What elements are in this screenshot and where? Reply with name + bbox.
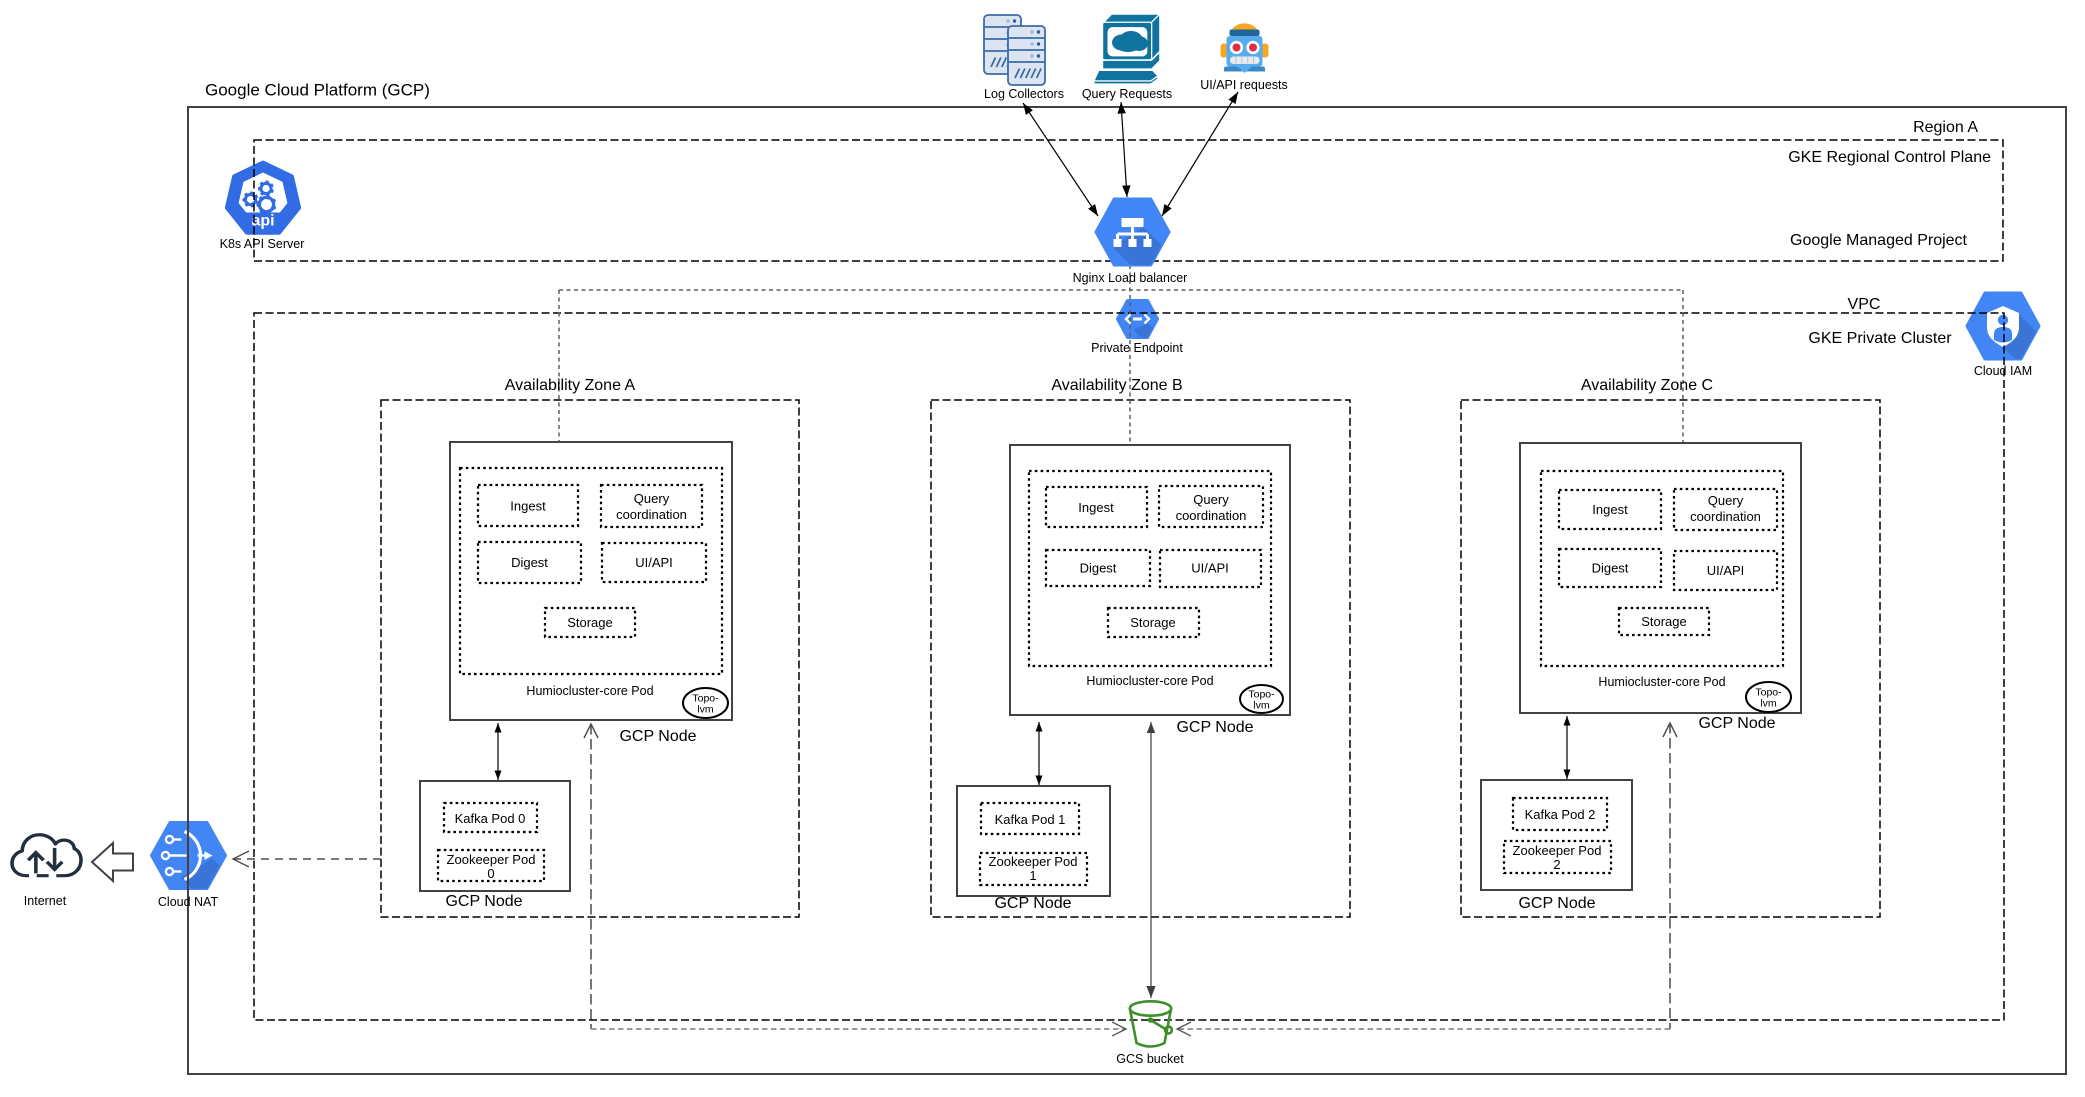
svg-text:Google Managed Project: Google Managed Project [1790, 232, 1968, 249]
svg-text:2: 2 [1553, 857, 1560, 872]
svg-text:UI/API: UI/API [1707, 563, 1745, 578]
svg-text:K8s API Server: K8s API Server [220, 237, 305, 251]
svg-text:Humiocluster-core Pod: Humiocluster-core Pod [1086, 674, 1213, 688]
svg-text:GCP Node: GCP Node [1176, 719, 1253, 736]
svg-text:Storage: Storage [1130, 615, 1176, 630]
svg-text:UI/API requests: UI/API requests [1200, 78, 1288, 92]
svg-text:Storage: Storage [567, 615, 613, 630]
svg-text:Query: Query [1708, 493, 1744, 508]
svg-text:GCP Node: GCP Node [1518, 895, 1595, 912]
svg-text:Query: Query [1193, 492, 1229, 507]
svg-text:1: 1 [1029, 868, 1036, 883]
svg-text:Cloud NAT: Cloud NAT [158, 895, 219, 909]
svg-text:GKE Private Cluster: GKE Private Cluster [1808, 330, 1952, 347]
svg-text:Private Endpoint: Private Endpoint [1091, 341, 1183, 355]
svg-text:Humiocluster-core Pod: Humiocluster-core Pod [1598, 675, 1725, 689]
svg-text:Ingest: Ingest [1592, 502, 1628, 517]
svg-text:GCP Node: GCP Node [994, 895, 1071, 912]
svg-text:Kafka Pod 0: Kafka Pod 0 [455, 811, 526, 826]
svg-text:Google Cloud Platform (GCP): Google Cloud Platform (GCP) [205, 81, 430, 100]
svg-text:VPC: VPC [1848, 296, 1881, 313]
svg-text:GCP Node: GCP Node [445, 893, 522, 910]
svg-text:Kafka Pod 1: Kafka Pod 1 [995, 812, 1066, 827]
svg-text:Digest: Digest [1080, 561, 1117, 576]
svg-text:UI/API: UI/API [1191, 561, 1229, 576]
svg-text:coordination: coordination [1176, 508, 1247, 523]
svg-text:Zookeeper Pod: Zookeeper Pod [989, 854, 1078, 869]
svg-text:Ingest: Ingest [1078, 500, 1114, 515]
svg-text:Digest: Digest [1592, 561, 1629, 576]
svg-text:GCP Node: GCP Node [619, 728, 696, 745]
svg-text:Cloud IAM: Cloud IAM [1974, 364, 2032, 378]
svg-text:Digest: Digest [511, 555, 548, 570]
svg-text:coordination: coordination [616, 507, 687, 522]
svg-text:Kafka Pod 2: Kafka Pod 2 [1525, 807, 1596, 822]
svg-text:Internet: Internet [24, 894, 67, 908]
svg-text:Availability Zone C: Availability Zone C [1581, 377, 1713, 394]
svg-text:Query Requests: Query Requests [1082, 87, 1172, 101]
svg-text:Nginx Load balancer: Nginx Load balancer [1073, 271, 1188, 285]
svg-text:Query: Query [634, 491, 670, 506]
svg-text:Log Collectors: Log Collectors [984, 87, 1064, 101]
svg-text:lvm: lvm [1760, 698, 1777, 710]
svg-text:Availability Zone B: Availability Zone B [1051, 377, 1182, 394]
svg-text:Storage: Storage [1641, 614, 1687, 629]
svg-text:lvm: lvm [1253, 700, 1270, 712]
svg-text:UI/API: UI/API [635, 555, 673, 570]
svg-text:0: 0 [487, 866, 494, 881]
svg-text:Availability Zone A: Availability Zone A [505, 377, 636, 394]
svg-text:api: api [251, 213, 274, 230]
svg-text:Humiocluster-core Pod: Humiocluster-core Pod [526, 684, 653, 698]
svg-text:Ingest: Ingest [510, 499, 546, 514]
svg-text:coordination: coordination [1690, 509, 1761, 524]
svg-text:GKE Regional Control Plane: GKE Regional Control Plane [1788, 149, 1991, 166]
svg-text:Region A: Region A [1913, 119, 1978, 136]
svg-text:lvm: lvm [697, 704, 714, 716]
svg-text:Zookeeper Pod: Zookeeper Pod [1513, 843, 1602, 858]
svg-text:GCS bucket: GCS bucket [1116, 1052, 1184, 1066]
svg-text:Zookeeper Pod: Zookeeper Pod [447, 852, 536, 867]
svg-text:GCP Node: GCP Node [1698, 715, 1775, 732]
